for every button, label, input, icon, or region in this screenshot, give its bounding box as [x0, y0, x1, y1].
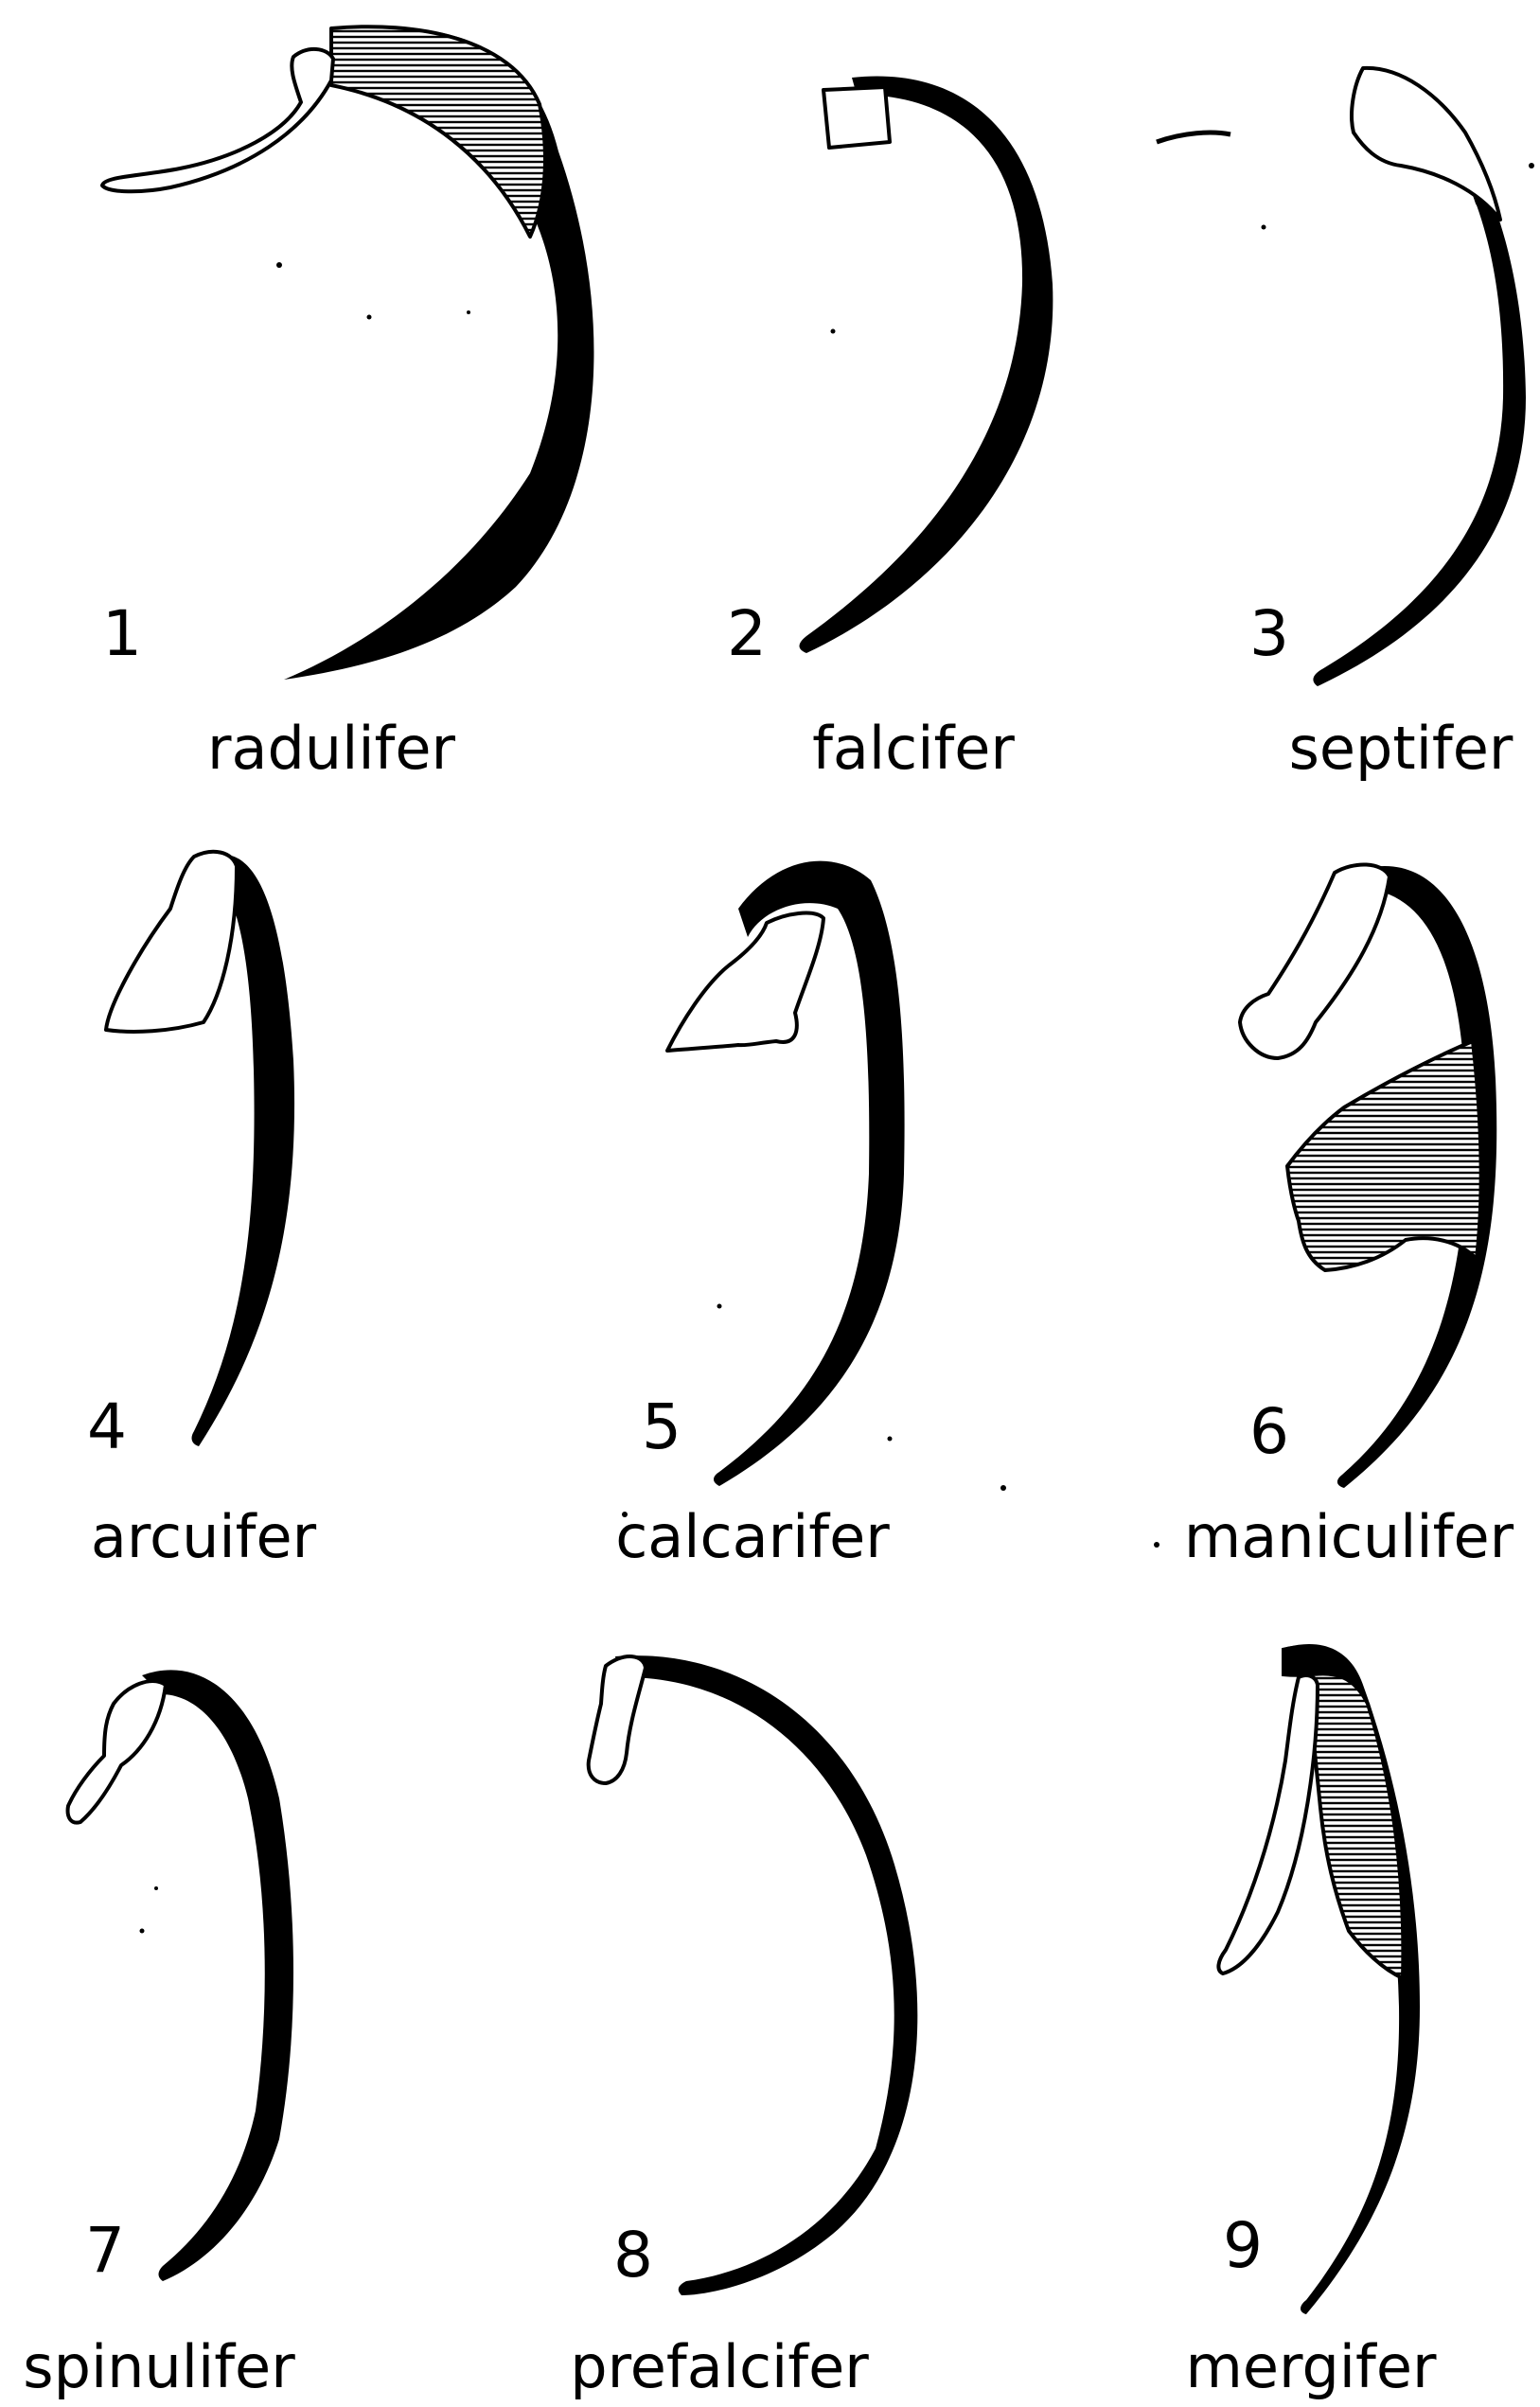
figure-number: 2 [727, 597, 767, 670]
figure-3-septifer: 3 septifer [1157, 68, 1526, 783]
claw-drawing-7 [68, 1670, 293, 2281]
figure-number: 1 [102, 597, 142, 670]
figure-7-spinulifer: 7 spinulifer [23, 1670, 295, 2401]
figure-name: falcifer [812, 714, 1015, 783]
figure-name: calcarifer [615, 1502, 890, 1571]
figure-number: 3 [1249, 597, 1289, 670]
figure-1-radulifer: 1 radulifer [102, 27, 593, 783]
claw-drawing-5 [667, 861, 905, 1486]
figure-name: mergifer [1186, 2332, 1437, 2401]
claw-drawing-2 [800, 77, 1053, 653]
figure-name: septifer [1289, 714, 1513, 783]
figure-name: radulifer [207, 714, 456, 783]
figure-6-maniculifer: 6 maniculifer [1184, 864, 1514, 1571]
figure-name: maniculifer [1184, 1502, 1514, 1571]
claw-drawing-8 [589, 1655, 918, 2295]
figure-number: 9 [1223, 2209, 1263, 2282]
figure-name: arcuifer [91, 1502, 317, 1571]
figure-number: 7 [85, 2214, 125, 2287]
figure-number: 5 [642, 1390, 681, 1463]
figure-name: prefalcifer [570, 2332, 869, 2401]
figure-number: 4 [87, 1390, 127, 1463]
figure-8-prefalcifer: 8 prefalcifer [570, 1655, 917, 2401]
figure-4-arcuifer: 4 arcuifer [87, 852, 317, 1571]
claw-drawing-1 [102, 27, 593, 680]
figure-9-mergifer: 9 mergifer [1186, 1644, 1437, 2401]
figure-2-falcifer: 2 falcifer [727, 77, 1053, 783]
figure-name: spinulifer [23, 2332, 295, 2401]
claw-drawing-4 [106, 852, 294, 1446]
figure-number: 6 [1249, 1395, 1289, 1468]
figure-5-calcarifer: 5 calcarifer [615, 861, 904, 1571]
claw-drawing-3 [1157, 68, 1526, 686]
figure-number: 8 [613, 2219, 653, 2292]
